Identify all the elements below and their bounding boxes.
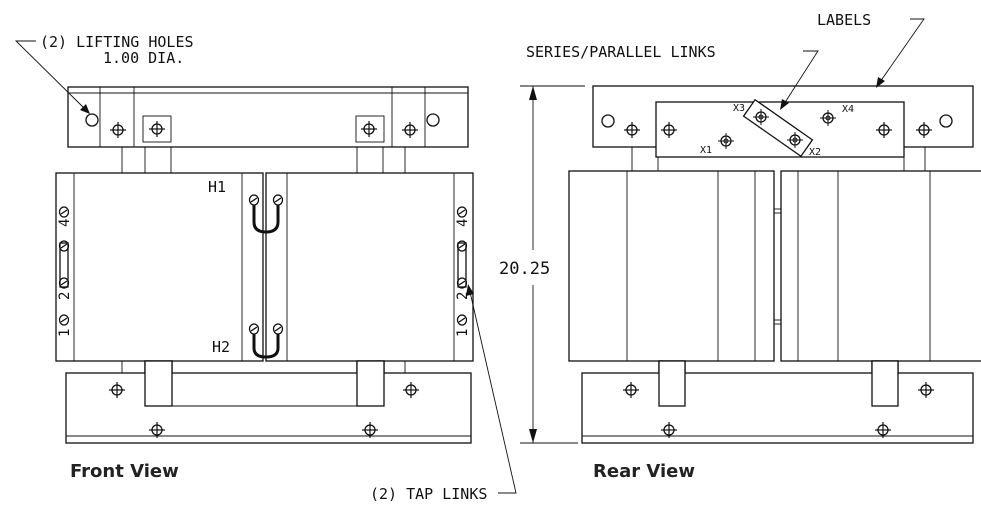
labels-leader xyxy=(879,18,925,83)
front-coil-left xyxy=(55,172,264,362)
front-bottom-frame xyxy=(65,372,472,444)
x4-label: X4 xyxy=(842,104,854,115)
height-dimension-value: 20.25 xyxy=(499,259,550,279)
tap-number-right-1: 1 xyxy=(455,329,471,337)
lifting-holes-leader xyxy=(14,40,85,109)
h1-label: H1 xyxy=(208,178,226,196)
height-dimension xyxy=(520,85,585,444)
front-view xyxy=(55,86,474,444)
lifting-holes-callout: (2) LIFTING HOLES xyxy=(40,33,194,51)
tap-link-left xyxy=(59,242,69,288)
tap-link-right xyxy=(457,242,467,288)
rear-bottom-frame xyxy=(581,372,974,444)
front-view-title: Front View xyxy=(70,461,179,482)
tap-number-left-4: 4 xyxy=(57,219,73,227)
tap-number-left-1: 1 xyxy=(57,329,73,337)
tap-number-right-2: 2 xyxy=(455,292,471,300)
lifting-hole-right xyxy=(939,114,953,128)
tap-number-right-4: 4 xyxy=(455,219,471,227)
lifting-hole-left xyxy=(601,114,615,128)
lifting-holes-size: 1.00 DIA. xyxy=(103,49,184,67)
tap-number-left-2: 2 xyxy=(57,292,73,300)
rear-coil-left xyxy=(568,170,775,362)
series-parallel-callout: SERIES/PARALLEL LINKS xyxy=(526,43,716,61)
front-coil-right xyxy=(265,172,474,362)
x1-label: X1 xyxy=(700,145,712,156)
rear-view-title: Rear View xyxy=(593,461,695,482)
rear-view xyxy=(568,85,981,444)
front-top-frame xyxy=(67,86,469,148)
h1-jumper xyxy=(252,204,280,234)
tap-links-leader xyxy=(469,291,517,494)
lifting-hole-right xyxy=(426,113,440,127)
series-parallel-leader xyxy=(783,50,819,105)
labels-callout: LABELS xyxy=(817,11,871,29)
h2-jumper xyxy=(252,333,280,359)
x3-label: X3 xyxy=(733,103,745,114)
rear-coil-right xyxy=(780,170,981,362)
x2-label: X2 xyxy=(809,147,821,158)
tap-links-callout: (2) TAP LINKS xyxy=(370,485,487,503)
lifting-hole-left xyxy=(85,113,99,127)
h2-label: H2 xyxy=(212,338,230,356)
